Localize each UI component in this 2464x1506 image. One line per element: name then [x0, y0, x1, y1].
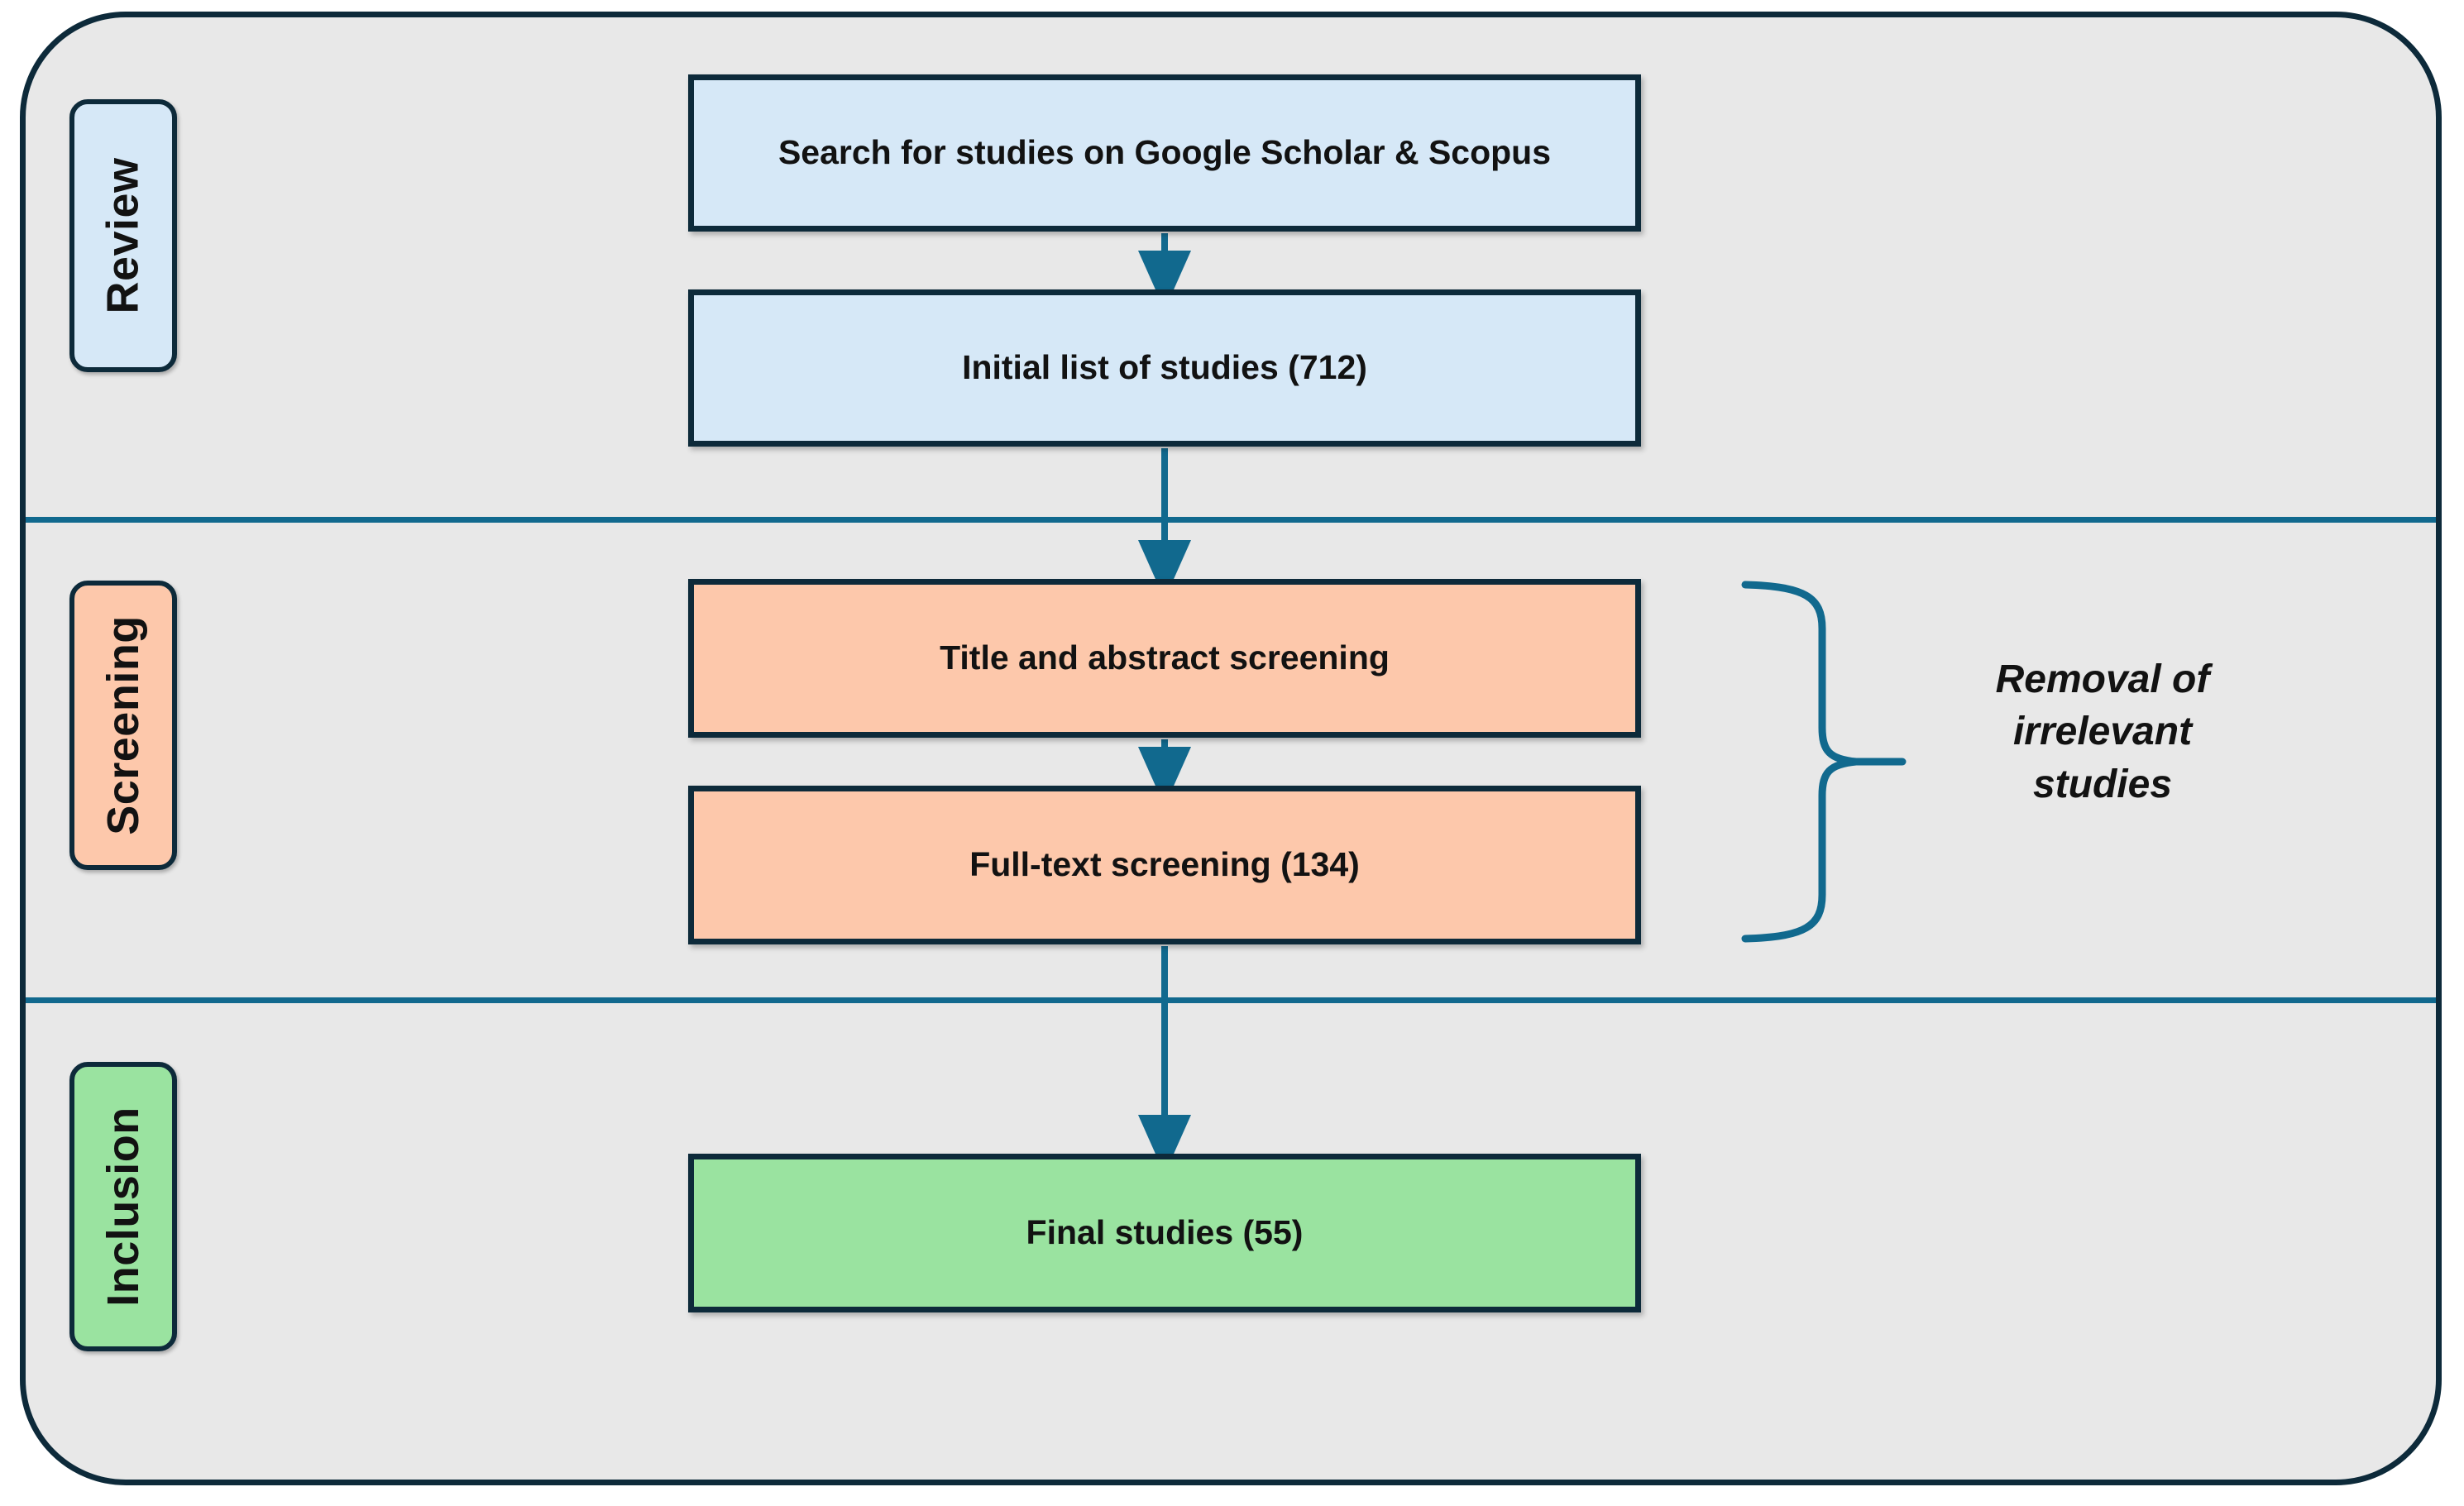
flow-box-title-abstract-screening[interactable]: Title and abstract screening	[688, 579, 1641, 738]
flow-box-final-studies[interactable]: Final studies (55)	[688, 1154, 1641, 1312]
stage-divider-review-screening	[26, 517, 2436, 523]
flow-box-final-studies-label: Final studies (55)	[1026, 1213, 1304, 1252]
stage-label-review: Review	[69, 99, 177, 372]
stage-label-screening-text: Screening	[98, 615, 148, 835]
stage-label-inclusion: Inclusion	[69, 1062, 177, 1351]
flow-box-title-abstract-screening-label: Title and abstract screening	[940, 638, 1390, 677]
flow-box-initial-list-label: Initial list of studies (712)	[962, 348, 1367, 387]
removal-annotation-text: Removal of irrelevant studies	[1995, 657, 2210, 806]
flow-box-initial-list[interactable]: Initial list of studies (712)	[688, 289, 1641, 447]
flow-box-full-text-screening[interactable]: Full-text screening (134)	[688, 786, 1641, 944]
stage-divider-screening-inclusion	[26, 997, 2436, 1003]
stage-label-inclusion-text: Inclusion	[98, 1107, 149, 1307]
flow-box-search-label: Search for studies on Google Scholar & S…	[777, 133, 1552, 172]
stage-label-review-text: Review	[98, 157, 149, 314]
flow-box-full-text-screening-label: Full-text screening (134)	[969, 845, 1360, 884]
stage-label-screening: Screening	[69, 581, 177, 870]
flow-box-search[interactable]: Search for studies on Google Scholar & S…	[688, 74, 1641, 232]
